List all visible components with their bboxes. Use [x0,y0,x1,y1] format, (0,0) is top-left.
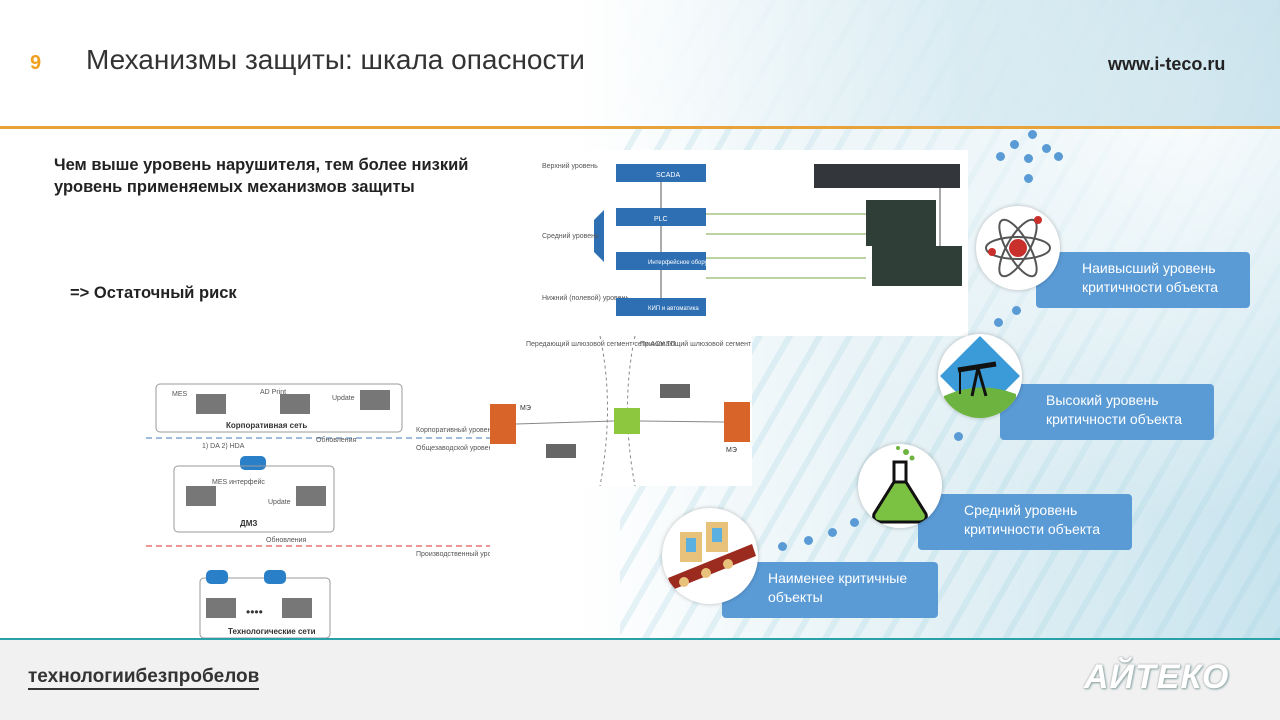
path-dot [954,432,963,441]
tagline-part-2: без [135,666,168,690]
atom-icon [976,206,1060,290]
level-medium-box: Средний уровень критичности объекта [918,494,1132,550]
corporate-net-label: Корпоративная сеть [226,421,307,430]
dmz-label: ДМЗ [240,519,257,528]
site-url[interactable]: www.i-teco.ru [1108,54,1226,74]
footer-band [0,640,1280,720]
slide-number: 9 [30,52,42,74]
lead-text: Чем выше уровень нарушителя, тем более н… [54,156,469,196]
path-dot [1054,152,1063,161]
level-medium-label: Средний уровень критичности объекта [964,502,1101,537]
level-highest-label: Наивысший уровень критичности объекта [1082,260,1219,295]
path-dot [804,536,813,545]
kip-block: КИП и автоматика [648,306,699,312]
prod-level-label: Производственный уровень [416,550,490,558]
path-dot [1042,144,1051,153]
header-divider [0,126,1280,129]
risk-text: => Остаточный риск [70,284,237,302]
left-segment-label: Передающий шлюзовой сегмент сети АСУ ТП [526,340,676,348]
oil-pump-icon [938,334,1022,418]
level-lowest-label: Наименее критичные объекты [768,570,908,605]
path-dot [1024,174,1033,183]
path-dot [1024,154,1033,163]
mes-label: MES [172,391,188,398]
path-dot [1028,130,1037,139]
scada-level-low: Нижний (полевой) уровень [542,294,629,302]
company-logo: АЙТЕКО [1084,658,1230,696]
tagline-part-3: пробелов [167,666,260,690]
footer-divider [0,638,1280,641]
header-band [0,0,1280,126]
scada-diagram: Верхний уровень Средний уровень Нижний (… [536,150,968,336]
corp-level-label: Корпоративный уровень [416,426,490,434]
path-dot [828,528,837,537]
tagline-part-1: технологии [28,666,136,690]
network-diagram: MES AD Print Update Корпоративная сеть К… [146,380,507,639]
mes-iface-label: MES интерфейс [212,478,265,486]
plc-block: PLC [654,216,668,223]
level-high-label: Высокий уровень критичности объекта [1046,392,1183,427]
ad-print-label: AD Print [260,389,286,396]
footer-tagline: технологиибезпробелов [28,666,260,690]
slide-title: Механизмы защиты: шкала опасности [86,44,585,75]
level-highest-box: Наивысший уровень критичности объекта [1036,252,1250,308]
level-lowest-box: Наименее критичные объекты [722,562,938,618]
scada-block: SCADA [656,172,680,179]
path-dot [1010,140,1019,149]
scada-level-top: Верхний уровень [542,162,598,170]
gateway-diagram: Передающий шлюзовой сегмент сети АСУ ТП … [490,335,818,487]
path-dot [994,318,1003,327]
updates-label-top: Обновления [316,436,357,444]
path-dot [996,152,1005,161]
update2-label: Update [268,499,291,506]
update-label: Update [332,395,355,402]
da-hda-label: 1) DA 2) HDA [202,443,245,450]
path-dot [850,518,859,527]
more-nodes-dots: •••• [246,605,263,619]
level-high-box: Высокий уровень критичности объекта [1000,384,1214,440]
right-segment-label: Принимающий шлюзовой сегмент корпоративн… [640,340,752,348]
conveyor-icon [662,508,758,604]
plant-level-label: Общезаводской уровень [416,444,490,452]
firewall-left-label: МЭ [520,405,531,412]
flask-icon [858,444,942,528]
scada-level-mid: Средний уровень [542,232,599,240]
firewall-right-label: МЭ [726,447,737,454]
path-dot [778,542,787,551]
updates-label-bottom: Обновления [266,536,307,544]
tech-nets-label: Технологические сети [228,627,316,636]
interface-block: Интерфейсное оборудование [648,259,731,266]
path-dot [1012,306,1021,315]
